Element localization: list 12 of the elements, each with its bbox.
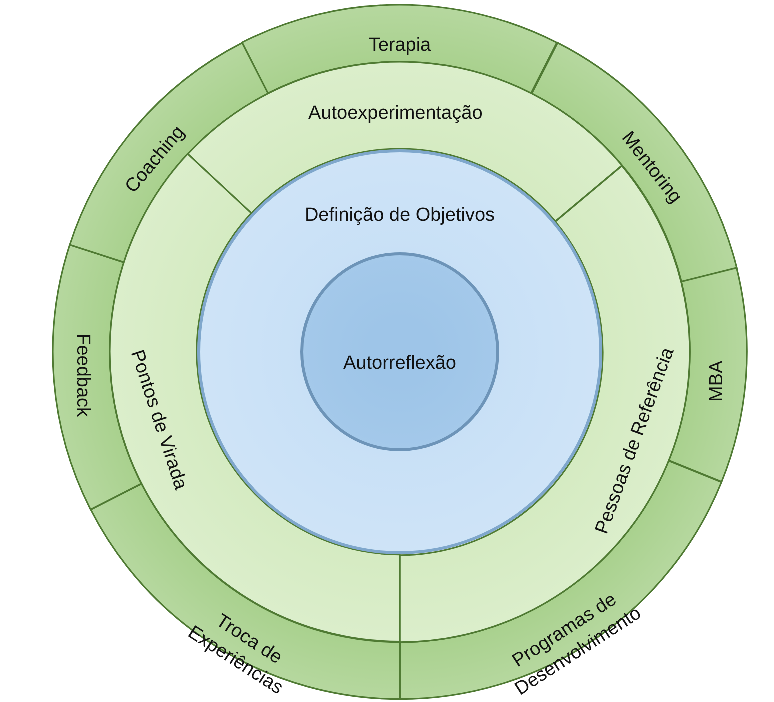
ring-segment xyxy=(532,42,737,282)
segment-label: Definição de Objetivos xyxy=(304,204,496,228)
segment-label: MBA xyxy=(705,359,728,404)
ring-segment xyxy=(400,460,722,699)
circle xyxy=(300,252,500,452)
segment-label: Terapia xyxy=(368,34,432,58)
ring-segment xyxy=(242,5,558,94)
ring-segment xyxy=(70,42,268,262)
segment-label: Autoexperimentação xyxy=(307,102,484,126)
segment-label: Feedback xyxy=(72,332,95,420)
segment-label: Autorreflexão xyxy=(342,352,458,376)
segment-label: Pontos de Virada xyxy=(126,346,193,494)
